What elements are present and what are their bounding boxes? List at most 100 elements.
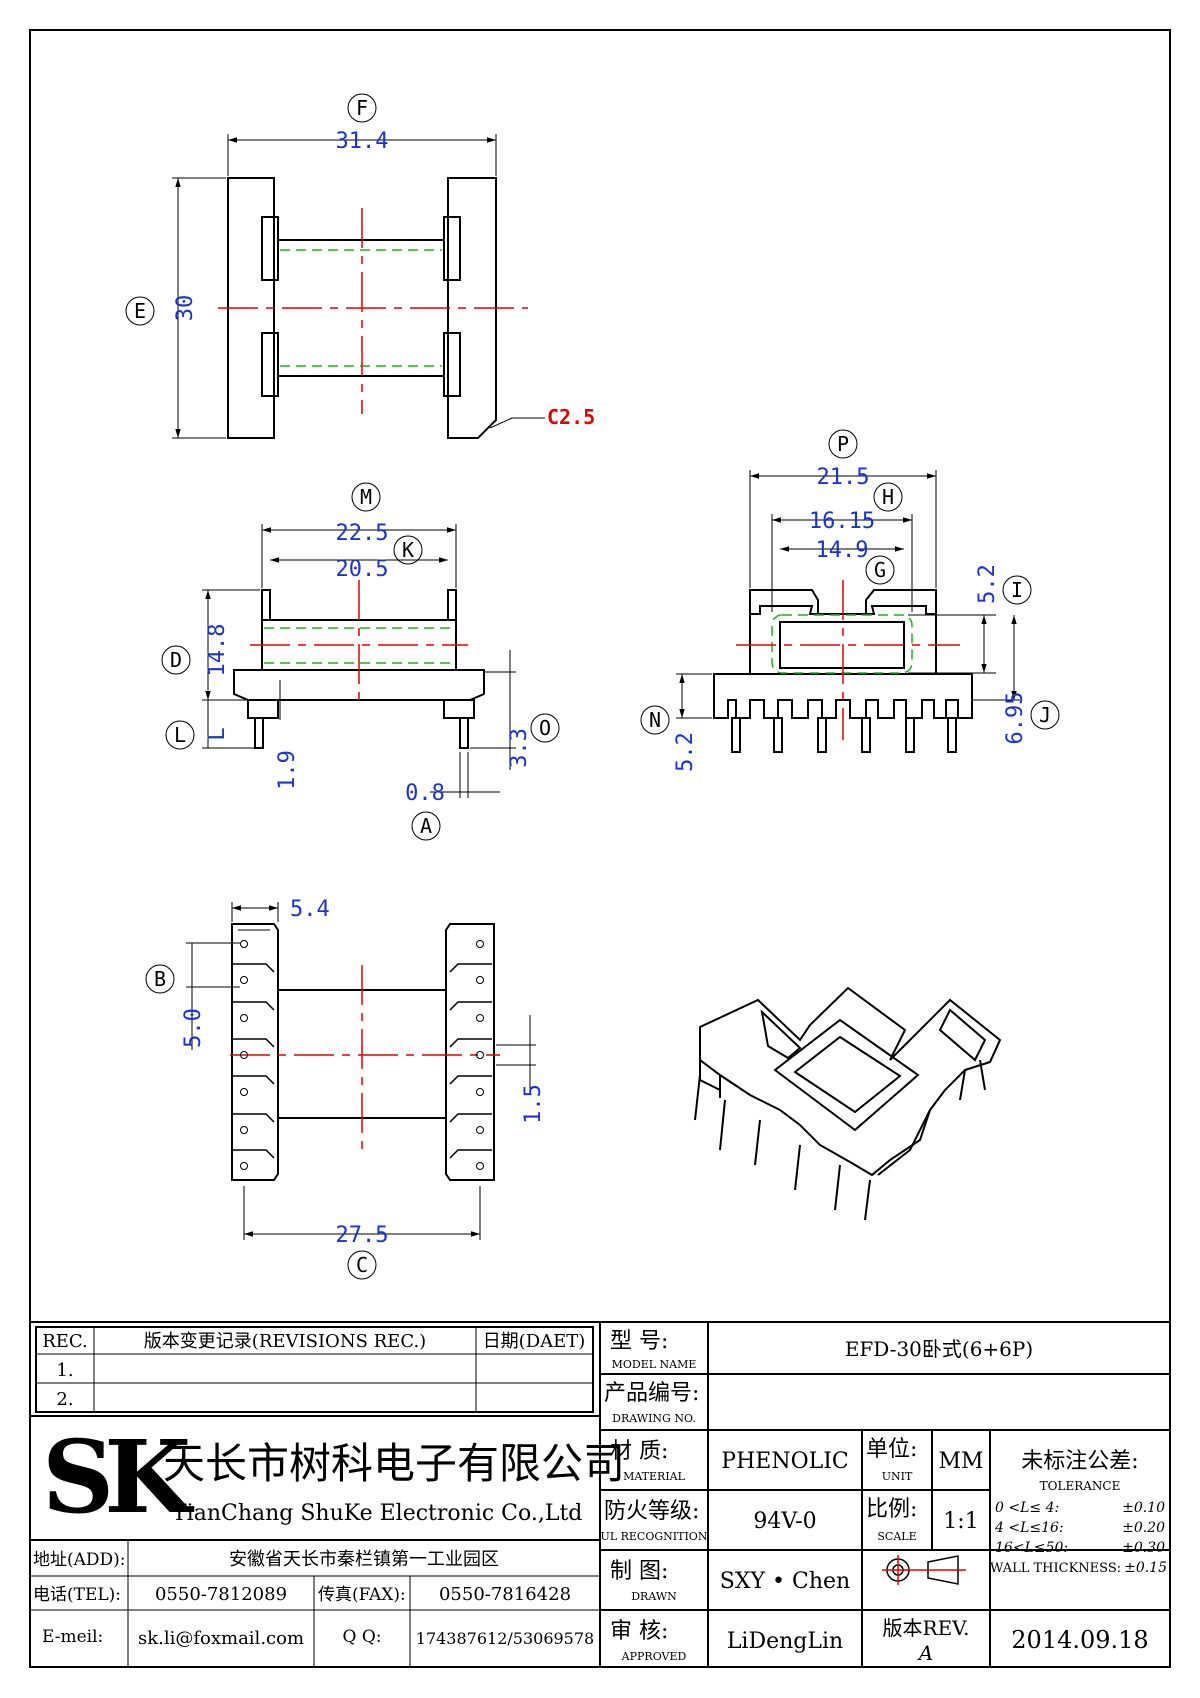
dim-G: 14.9	[816, 538, 869, 563]
label-N: N	[649, 708, 661, 732]
chamfer-label: C2.5	[547, 405, 595, 429]
pin-slot-outline	[232, 963, 275, 973]
label-P: P	[837, 432, 849, 456]
rev-record-label: 版本变更记录(REVISIONS REC.)	[144, 1331, 426, 1352]
drawing-no-label-cn: 产品编号:	[604, 1381, 699, 1406]
label-B: B	[154, 967, 166, 991]
tolerance-label-en: TOLERANCE	[1040, 1479, 1121, 1493]
label-D: D	[170, 648, 182, 672]
fax-label: 传真(FAX):	[318, 1585, 406, 1605]
ul-label-cn: 防火等级:	[604, 1499, 699, 1524]
label-H: H	[882, 485, 894, 509]
dim-F: 31.4	[336, 129, 389, 154]
front-view	[202, 524, 516, 798]
material-label-en: MATERIAL	[623, 1470, 686, 1483]
dim-N: 5.2	[673, 732, 698, 772]
tol-range-1: 0 <L≤ 4:	[995, 1500, 1059, 1516]
model-value: EFD-30卧式(6+6P)	[845, 1337, 1033, 1361]
approved-value: LiDengLin	[727, 1629, 843, 1654]
pin-hole-marker	[476, 976, 484, 984]
pin-slot-outline	[232, 1075, 275, 1085]
label-A: A	[420, 814, 432, 838]
ul-label-en: UL RECOGNITION	[601, 1530, 708, 1543]
pin-hole-marker	[476, 1126, 484, 1134]
pin-hole-marker	[476, 940, 484, 948]
dim-J: 6.95	[1003, 692, 1028, 745]
tel-label: 电话(TEL):	[33, 1585, 121, 1605]
label-C: C	[356, 1253, 368, 1277]
bottom-view	[186, 902, 536, 1240]
drawn-label-en: DRAWN	[631, 1590, 677, 1603]
email-value: sk.li@foxmail.com	[138, 1628, 304, 1649]
dim-P: 21.5	[817, 465, 870, 490]
label-J: J	[1039, 703, 1051, 727]
tol-value-2: ±0.20	[1122, 1520, 1165, 1536]
company-name-en: TianChang ShuKe Electronic Co.,Ltd	[172, 1501, 582, 1526]
drawn-label-cn: 制 图:	[610, 1559, 668, 1584]
pin-slot-outline	[232, 1001, 275, 1011]
approved-label-en: APPROVED	[621, 1650, 687, 1663]
pin-hole-marker	[240, 1014, 248, 1022]
dim-pin: 1.5	[521, 1084, 546, 1124]
drawing-no-label-en: DRAWING NO.	[612, 1412, 696, 1425]
dim-B: 5.0	[181, 1008, 206, 1048]
label-F: F	[356, 96, 368, 120]
company-logo: SK	[42, 1418, 194, 1536]
ul-value: 94V-0	[753, 1509, 816, 1534]
pin-hole-marker	[240, 1126, 248, 1134]
pin-hole-marker	[240, 1051, 248, 1059]
tol-value-3: ±0.30	[1122, 1540, 1165, 1556]
pin-slot-outline	[449, 1001, 492, 1011]
dim-A: 0.8	[405, 781, 445, 806]
pin-slot-outline	[449, 1038, 492, 1048]
revision-label: 版本REV.	[883, 1616, 970, 1640]
tolerance-label-cn: 未标注公差:	[1021, 1449, 1138, 1474]
pin-slot-outline	[232, 1149, 275, 1159]
dim-L-value: 1.9	[275, 750, 300, 790]
pin-hole-marker	[240, 940, 248, 948]
rev-row-1: 1.	[56, 1360, 73, 1381]
dim-H: 16.15	[809, 509, 875, 534]
date-value: 2014.09.18	[1011, 1626, 1148, 1654]
scale-label-en: SCALE	[877, 1530, 916, 1543]
pin-hole-marker	[240, 1162, 248, 1170]
pin-hole-marker	[240, 1088, 248, 1096]
isometric-view	[694, 986, 1002, 1221]
dim-I: 5.2	[975, 564, 1000, 604]
addr-value: 安徽省天长市秦栏镇第一工业园区	[229, 1549, 499, 1570]
tol-range-3: 16<L≤50:	[995, 1540, 1068, 1556]
pin-hole-marker	[476, 1051, 484, 1059]
side-view	[676, 470, 1020, 753]
pin-slot-outline	[449, 1113, 492, 1123]
dim-O: 3.3	[507, 728, 532, 768]
dim-K: 20.5	[336, 557, 389, 582]
pin-slot-outline	[232, 1038, 275, 1048]
pin-slot-outline	[449, 1149, 492, 1159]
tel-value: 0550-7812089	[155, 1584, 287, 1605]
dim-C: 27.5	[336, 1223, 389, 1248]
drawn-value: SXY • Chen	[720, 1569, 850, 1594]
dim-L-text: L	[205, 727, 230, 740]
email-label: E-meil:	[42, 1627, 103, 1647]
pin-slot-outline	[449, 1075, 492, 1085]
unit-label-en: UNIT	[882, 1470, 913, 1483]
pin-slot-outline	[232, 1113, 275, 1123]
approved-label-cn: 审 核:	[610, 1619, 668, 1644]
model-label-cn: 型 号:	[610, 1329, 668, 1354]
dim-D: 14.8	[205, 624, 230, 677]
model-label-en: MODEL NAME	[612, 1358, 697, 1371]
dim-top: 5.4	[290, 897, 330, 922]
rev-date-label: 日期(DAET)	[483, 1331, 586, 1352]
label-E: E	[134, 299, 146, 323]
unit-label-cn: 单位:	[866, 1437, 917, 1462]
label-I: I	[1011, 578, 1023, 602]
scale-label-cn: 比例:	[866, 1497, 917, 1522]
material-value: PHENOLIC	[721, 1449, 848, 1474]
scale-value: 1:1	[943, 1509, 978, 1534]
projection-symbol-icon	[882, 1555, 966, 1585]
pin-slot-outline	[449, 963, 492, 973]
qq-value: 174387612/53069578	[416, 1629, 594, 1648]
wall-thickness-value: ±0.15	[1124, 1560, 1167, 1576]
tol-range-2: 4 <L≤16:	[994, 1520, 1064, 1536]
